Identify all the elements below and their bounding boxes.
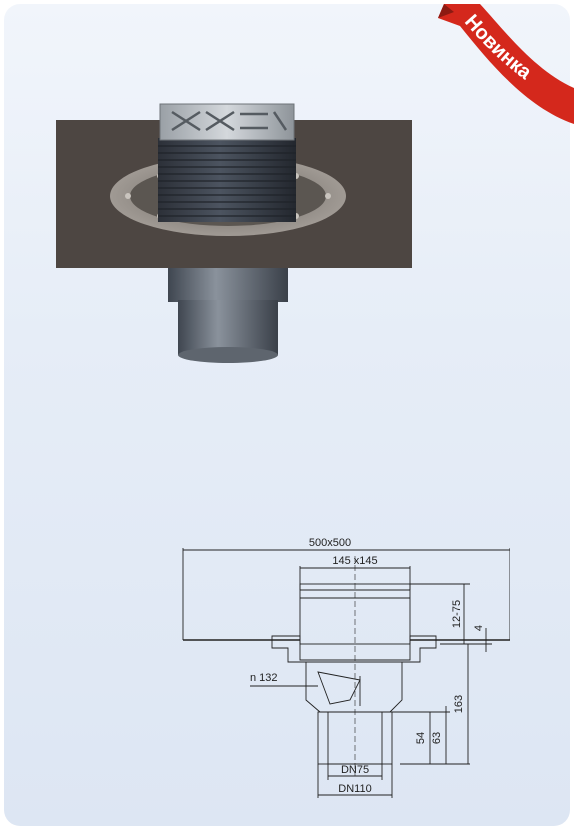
outlet-pipe-upper [168,262,288,302]
outlet-pipe-lower [178,300,278,355]
new-badge: Новинка [438,4,574,124]
dim-height-adjust: 12-75 [451,600,463,628]
dim-flange: 4 [473,625,485,631]
dim-outlet-63: 63 [431,732,443,744]
technical-drawing: 500x500 145 x145 12-75 4 n 132 163 54 63… [182,537,510,798]
dim-dn110: DN110 [338,783,371,795]
threaded-body [158,138,296,222]
grate-slots [171,110,288,132]
dim-overall: 500x500 [309,537,351,549]
dim-trap: n 132 [250,672,278,684]
dim-grate: 145 x145 [332,555,377,567]
grate [159,103,295,141]
badge-text: Новинка [460,11,536,85]
dim-outlet-54: 54 [415,732,427,744]
dim-dn75: DN75 [341,764,369,776]
dim-total: 163 [453,695,465,713]
product-photo [56,103,412,363]
